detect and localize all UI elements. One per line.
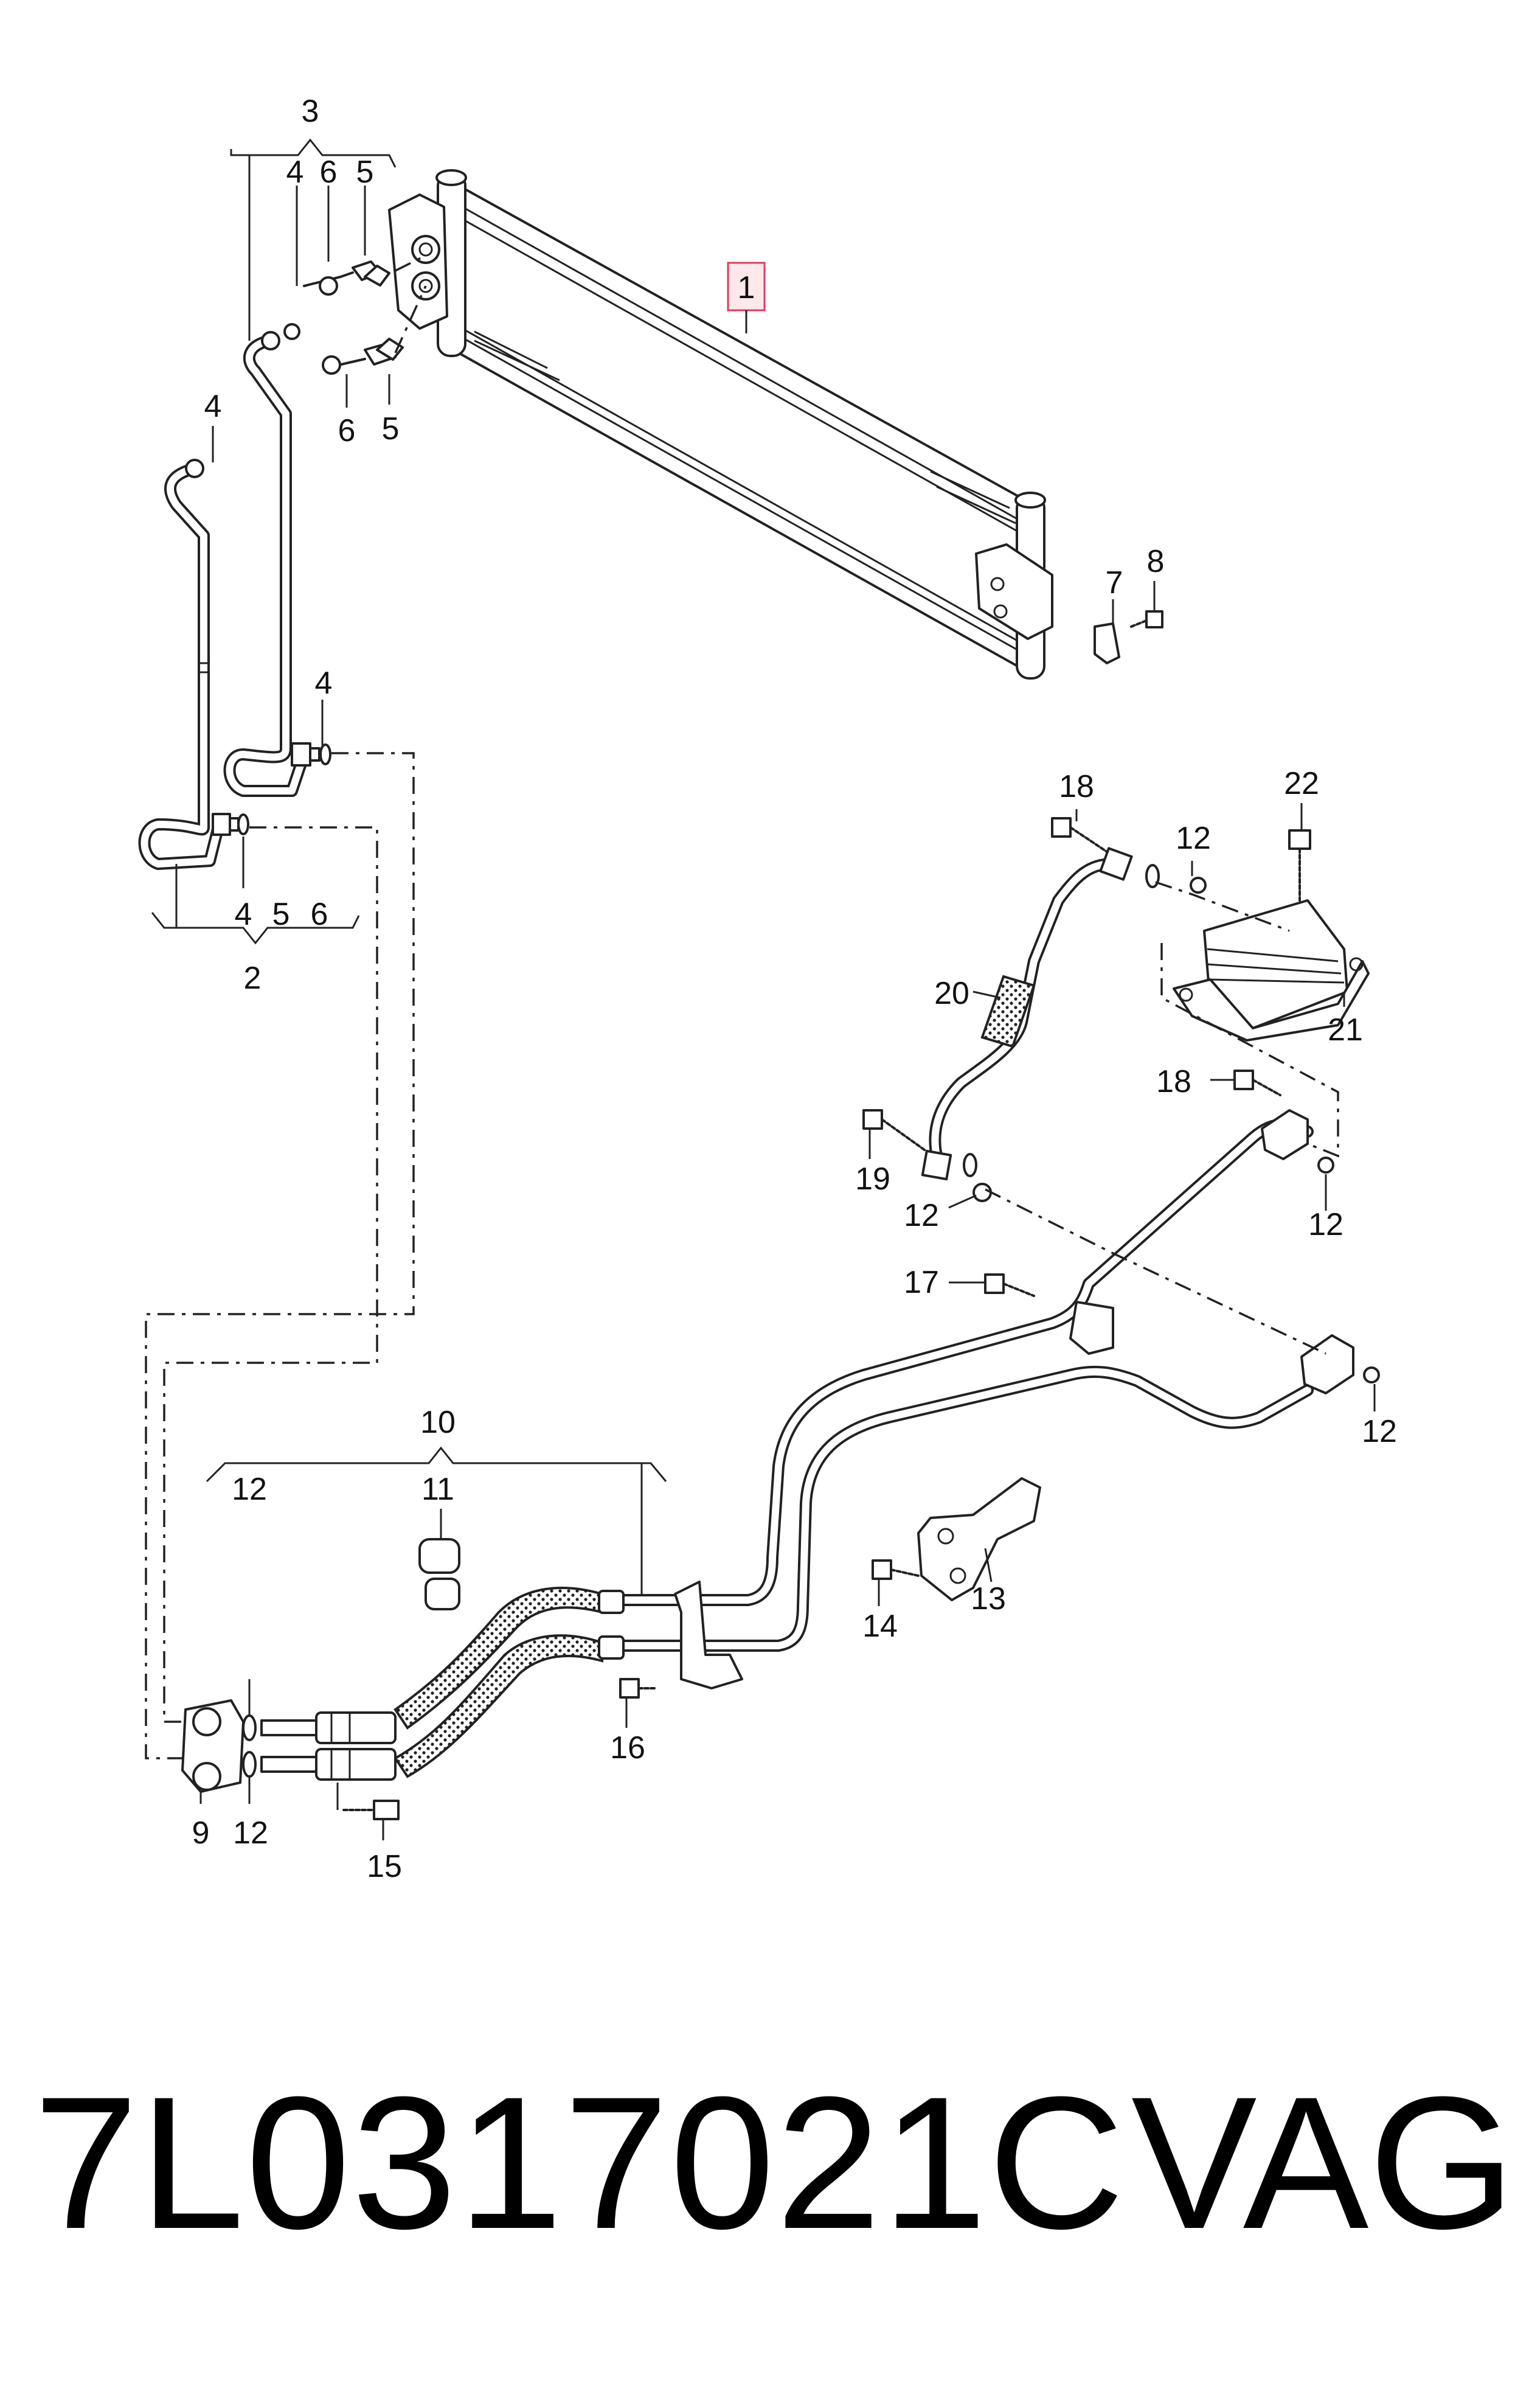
callout-5: 5 (272, 897, 290, 932)
oil-cooler-hose[interactable] (921, 847, 1160, 1181)
seal-ring-icon (261, 331, 280, 350)
callout-8: 8 (1147, 544, 1165, 579)
callout-11: 11 (421, 1472, 454, 1507)
callout-10: 10 (420, 1405, 456, 1440)
o-ring-icon (1317, 1157, 1334, 1174)
pipe-end-bracket (1261, 1109, 1309, 1160)
callout-12: 12 (904, 1198, 939, 1233)
routing-line (145, 752, 415, 1759)
bracket-assembly-10 (206, 1446, 667, 1483)
callout-20: 20 (934, 976, 969, 1011)
callout-12: 12 (1362, 1414, 1397, 1449)
upper-fittings (283, 254, 427, 375)
callout-6: 6 (320, 155, 338, 190)
routing-line (1155, 881, 1290, 932)
cooler-pipe-lower[interactable] (138, 462, 240, 870)
callout-16: 16 (610, 1730, 645, 1766)
callout-4: 4 (235, 897, 252, 932)
callout-22: 22 (1284, 766, 1319, 801)
bolt-icon (619, 1678, 658, 1699)
callout-7: 7 (1106, 565, 1123, 600)
part-number-label: 7L0317021C (33, 2057, 1126, 2268)
o-ring-icon (319, 743, 331, 765)
callout-21: 21 (1328, 1012, 1363, 1048)
bolt-icon (1233, 1070, 1281, 1096)
callout-6: 6 (338, 413, 356, 448)
bolt-icon (1130, 610, 1163, 628)
o-ring-icon (237, 813, 249, 835)
seal-ring-icon (185, 459, 204, 478)
o-ring-icon (1363, 1366, 1380, 1383)
thermostat-valve[interactable] (181, 1699, 257, 1793)
callout-14: 14 (862, 1609, 898, 1644)
callout-2: 2 (244, 961, 262, 996)
callout-12: 12 (232, 1472, 267, 1507)
callout-17: 17 (904, 1265, 939, 1300)
callout-19: 19 (855, 1161, 890, 1197)
callout-4: 4 (315, 666, 333, 701)
callout-3: 3 (302, 94, 319, 129)
callout-9: 9 (192, 1815, 210, 1851)
bracket-assembly-3 (230, 138, 397, 168)
callout-6: 6 (311, 897, 328, 932)
o-ring-icon (972, 1183, 992, 1202)
callout-18: 18 (1059, 769, 1094, 804)
bolt-icon (1051, 817, 1108, 853)
brand-label: VAG (1131, 2057, 1515, 2268)
callout-12: 12 (233, 1815, 268, 1851)
highlight-box-part-1 (727, 262, 766, 311)
bolt-icon (862, 1109, 926, 1151)
cooler-pipe-upper[interactable] (223, 335, 321, 797)
callout-5: 5 (356, 155, 374, 190)
bolt-icon (1288, 829, 1311, 902)
callout-5: 5 (382, 411, 400, 447)
oil-cooler-radiator[interactable] (388, 169, 1053, 680)
callout-4: 4 (286, 155, 304, 190)
callout-1: 1 (738, 270, 755, 305)
bracket-assembly-2 (151, 912, 360, 945)
callout-18: 18 (1156, 1064, 1191, 1099)
hose-clip[interactable] (418, 1538, 460, 1610)
bolt-icon (872, 1559, 920, 1580)
pipe-bracket (1069, 1301, 1114, 1355)
callout-13: 13 (971, 1581, 1006, 1616)
leader-lines (212, 186, 1376, 1411)
o-ring-icon (1190, 877, 1207, 894)
callout-12: 12 (1308, 1207, 1343, 1242)
mounting-bracket[interactable] (917, 1477, 1041, 1601)
callout-12: 12 (1176, 821, 1211, 856)
routing-line (163, 826, 378, 1723)
bolt-icon (984, 1273, 1035, 1297)
retaining-clip[interactable] (1094, 622, 1120, 664)
callout-4: 4 (204, 389, 222, 424)
routing-line (985, 1188, 1326, 1355)
bolt-icon (342, 1800, 400, 1820)
callout-15: 15 (367, 1849, 402, 1884)
cooler-line-assembly[interactable] (260, 1118, 1314, 1781)
pipe-end-bracket (1300, 1334, 1354, 1394)
routing-line (1160, 943, 1339, 1158)
